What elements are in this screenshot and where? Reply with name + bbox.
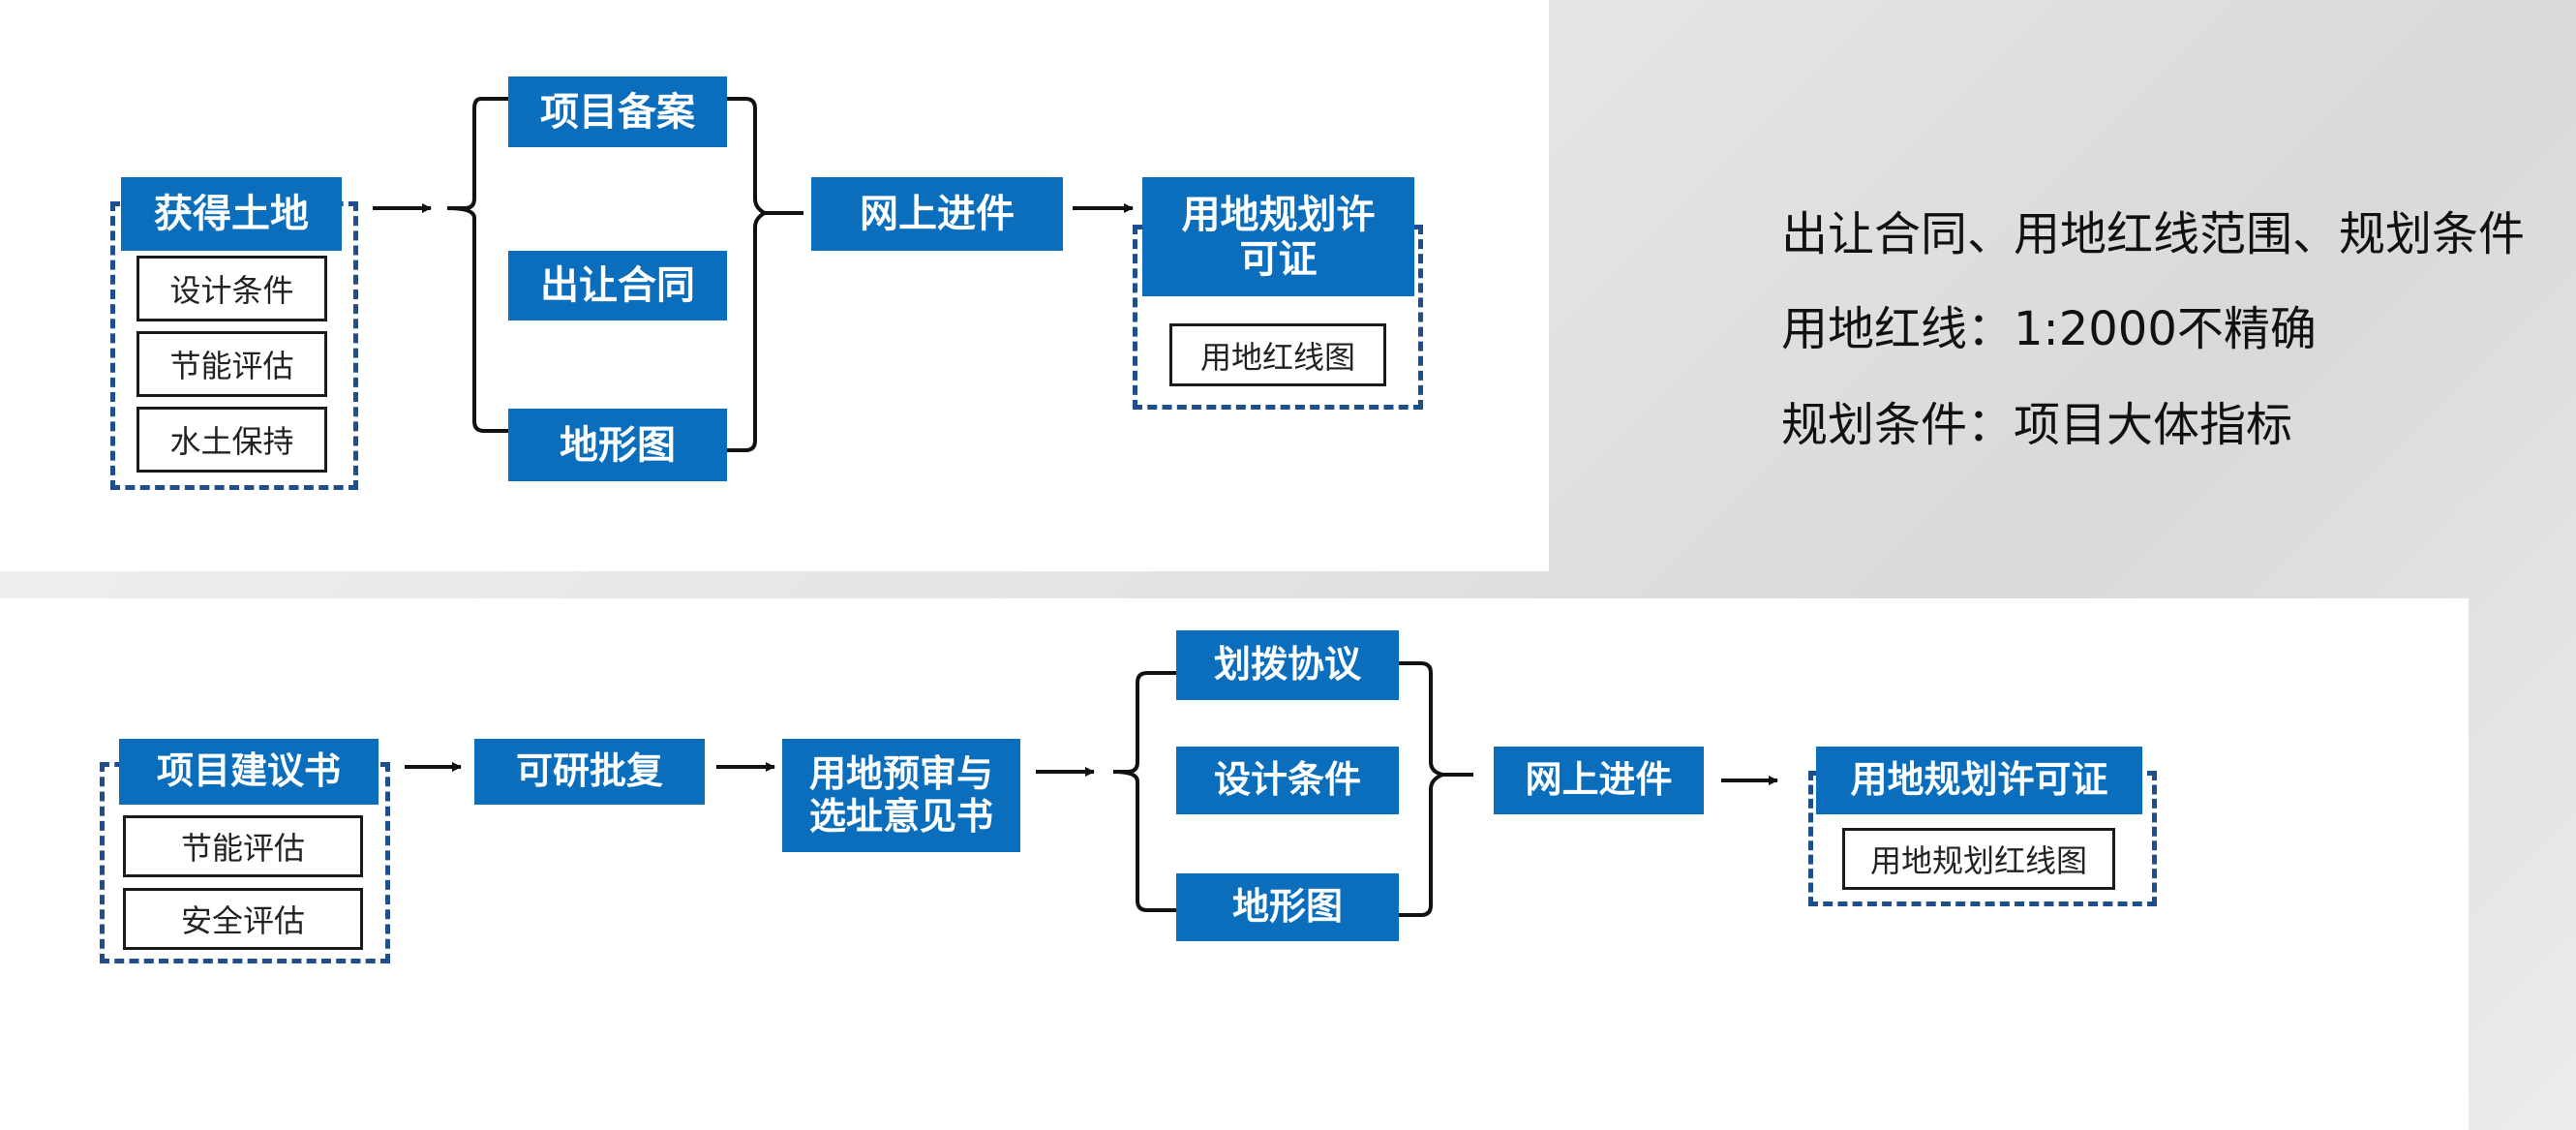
topographic-map-box-bottom: 地形图: [1176, 873, 1399, 941]
online-submission-box-bottom: 网上进件: [1494, 747, 1704, 814]
project-filing-box: 项目备案: [508, 76, 727, 147]
planning-red-line-map-box: 用地规划红线图: [1842, 828, 2115, 890]
right-bracket-top: [726, 97, 803, 452]
topographic-map-box: 地形图: [508, 409, 727, 481]
note-line-2: 用地红线：1:2000不精确: [1781, 302, 2317, 356]
land-pre-review-box: 用地预审与 选址意见书: [782, 739, 1020, 852]
note-line-3: 规划条件：项目大体指标: [1781, 398, 2293, 452]
soil-conservation-box: 水土保持: [136, 407, 327, 473]
land-planning-permit-box: 用地规划许 可证: [1142, 177, 1414, 296]
note-line-1: 出让合同、用地红线范围、规划条件: [1781, 207, 2526, 261]
feasibility-approval-box: 可研批复: [474, 739, 705, 805]
safety-assessment-box: 安全评估: [123, 888, 363, 950]
allocation-agreement-box: 划拨协议: [1176, 630, 1399, 700]
obtain-land-box: 获得土地: [121, 177, 342, 251]
online-submission-box: 网上进件: [811, 177, 1063, 251]
energy-assessment-box-bottom: 节能评估: [123, 815, 363, 877]
project-proposal-box: 项目建议书: [119, 739, 379, 805]
design-conditions-box: 设计条件: [136, 256, 327, 321]
design-conditions-box-bottom: 设计条件: [1176, 747, 1399, 814]
red-line-map-box: 用地红线图: [1169, 323, 1386, 386]
energy-assessment-box: 节能评估: [136, 331, 327, 397]
transfer-contract-box: 出让合同: [508, 251, 727, 321]
land-planning-permit-box-bottom: 用地规划许可证: [1816, 747, 2142, 814]
left-bracket-bottom: [1112, 671, 1176, 912]
right-bracket-bottom: [1399, 661, 1473, 917]
left-bracket-top: [446, 97, 511, 433]
